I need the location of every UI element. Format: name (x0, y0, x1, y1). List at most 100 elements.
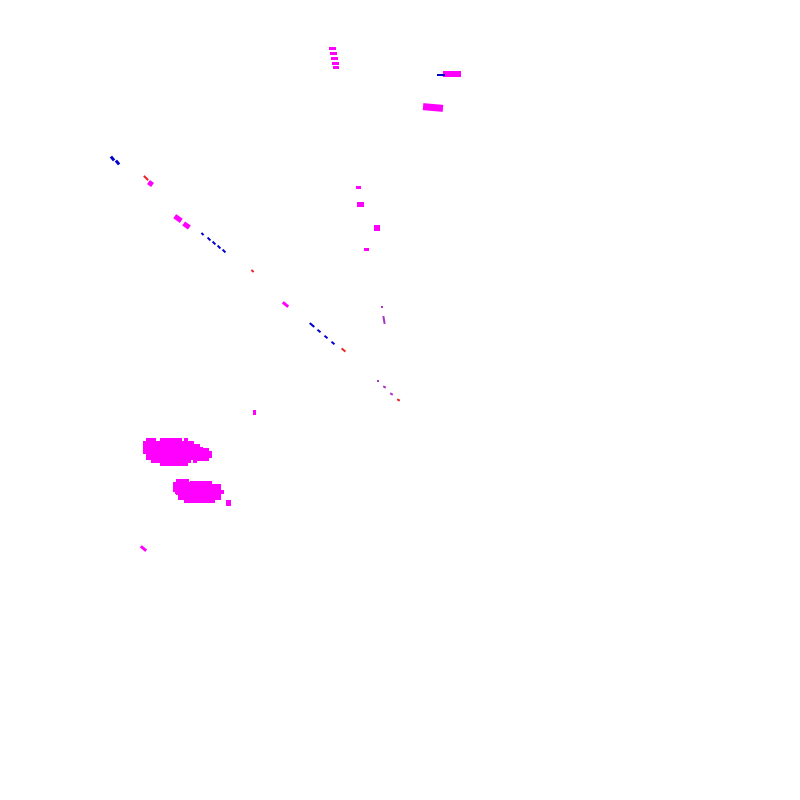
large-magenta-blob-upper (190, 453, 194, 457)
large-magenta-blob-upper (158, 444, 162, 448)
large-magenta-blob-upper (184, 459, 188, 463)
large-magenta-blob-lower (193, 487, 197, 491)
large-magenta-blob-lower (217, 496, 221, 500)
large-magenta-blob-upper (196, 454, 200, 458)
large-magenta-blob-upper (155, 456, 159, 460)
blue-dashes-diagonal (211, 240, 217, 246)
large-magenta-blob-lower (205, 487, 209, 491)
large-magenta-blob-upper (155, 444, 159, 448)
large-magenta-blob-upper (160, 441, 164, 445)
large-magenta-blob-upper (199, 451, 203, 455)
large-magenta-blob-upper (163, 450, 167, 454)
large-magenta-blob-lower (193, 490, 197, 494)
magenta-cluster-top-right (357, 202, 364, 207)
magenta-cluster-top-right (139, 545, 148, 552)
large-magenta-blob-upper (152, 441, 156, 445)
red-marks (340, 347, 347, 353)
large-magenta-blob-lower (182, 488, 186, 492)
large-magenta-blob-lower (214, 490, 218, 494)
large-magenta-blob-upper (146, 444, 150, 448)
large-magenta-blob-upper (175, 444, 179, 448)
large-magenta-blob-lower (211, 496, 215, 500)
large-magenta-blob-lower (217, 490, 221, 494)
large-magenta-blob-lower (208, 487, 212, 491)
large-magenta-blob-lower (196, 487, 200, 491)
large-magenta-blob-upper (166, 450, 170, 454)
large-magenta-blob-upper (163, 462, 167, 466)
large-magenta-blob-upper (178, 447, 182, 451)
large-magenta-blob-upper (169, 462, 173, 466)
blue-dashes-diagonal (109, 155, 116, 162)
large-magenta-blob-upper (175, 462, 179, 466)
large-magenta-blob-lower (211, 487, 215, 491)
large-magenta-blob-lower (205, 499, 209, 503)
large-magenta-blob-lower (205, 493, 209, 497)
large-magenta-blob-lower (208, 481, 212, 485)
large-magenta-blob-upper (149, 444, 153, 448)
large-magenta-blob-upper (184, 450, 188, 454)
large-magenta-blob-lower (181, 496, 185, 500)
large-magenta-blob-lower (193, 493, 197, 497)
large-magenta-blob-upper (151, 459, 155, 463)
large-magenta-blob-upper (175, 459, 179, 463)
large-magenta-blob-lower (202, 496, 206, 500)
blue-dashes-diagonal (316, 328, 322, 334)
large-magenta-blob-lower (196, 481, 200, 485)
large-magenta-blob-lower (211, 490, 215, 494)
large-magenta-blob-upper (181, 447, 185, 451)
large-magenta-blob-upper (205, 448, 209, 452)
large-magenta-blob-upper (155, 447, 159, 451)
magenta-cluster-top-right (330, 52, 337, 55)
large-magenta-blob-lower (199, 484, 203, 488)
magenta-cluster-top-right (173, 214, 183, 223)
large-magenta-blob-upper (172, 444, 176, 448)
large-magenta-blob-upper (166, 438, 170, 442)
large-magenta-blob-upper (172, 450, 176, 454)
large-magenta-blob-upper (149, 453, 153, 457)
purple-fragments (377, 306, 401, 402)
blue-dashes-diagonal (200, 232, 205, 236)
large-magenta-blob-upper (149, 441, 153, 445)
large-magenta-blob-lower (193, 484, 197, 488)
large-magenta-blob-lower (185, 482, 189, 486)
large-magenta-blob-upper (178, 438, 182, 442)
large-magenta-blob-upper (181, 462, 185, 466)
large-magenta-blob-upper (149, 447, 153, 451)
large-magenta-blob-lower (217, 484, 221, 488)
large-magenta-blob-upper (187, 453, 191, 457)
large-magenta-blob-upper (169, 444, 173, 448)
large-magenta-blob-lower (214, 487, 218, 491)
large-magenta-blob-upper (181, 459, 185, 463)
large-magenta-blob-lower (185, 491, 189, 495)
large-magenta-blob-upper (172, 453, 176, 457)
large-magenta-blob-upper (172, 447, 176, 451)
large-magenta-blob-lower (176, 491, 180, 495)
large-magenta-blob-lower (185, 488, 189, 492)
large-magenta-blob-upper (175, 450, 179, 454)
large-magenta-blob-upper (190, 447, 194, 451)
large-magenta-blob-lower (205, 496, 209, 500)
large-magenta-blob-upper (166, 453, 170, 457)
large-magenta-blob-lower (176, 482, 180, 486)
large-magenta-blob-upper (199, 457, 203, 461)
scattered-fragments (382, 315, 386, 325)
large-magenta-blob-upper (196, 448, 200, 452)
large-magenta-blob-lower (214, 496, 218, 500)
magenta-cluster-top-right (356, 186, 361, 189)
large-magenta-blob-lower (179, 482, 183, 486)
large-magenta-blob-lower (214, 493, 218, 497)
large-magenta-blob-upper (196, 444, 200, 448)
large-magenta-blob-lower (202, 493, 206, 497)
large-magenta-blob-upper (152, 453, 156, 457)
red-fragments (143, 175, 347, 353)
large-magenta-blob-upper (178, 456, 182, 460)
large-magenta-blob-upper (175, 453, 179, 457)
red-marks (143, 175, 149, 181)
large-magenta-blob-upper (178, 444, 182, 448)
large-magenta-blob-lower (193, 481, 197, 485)
large-magenta-blob-lower (188, 482, 192, 486)
large-magenta-blob-lower (179, 479, 183, 483)
large-magenta-blob-upper (169, 441, 173, 445)
blue-dashes-diagonal (437, 74, 445, 76)
large-magenta-blob-upper (184, 444, 188, 448)
